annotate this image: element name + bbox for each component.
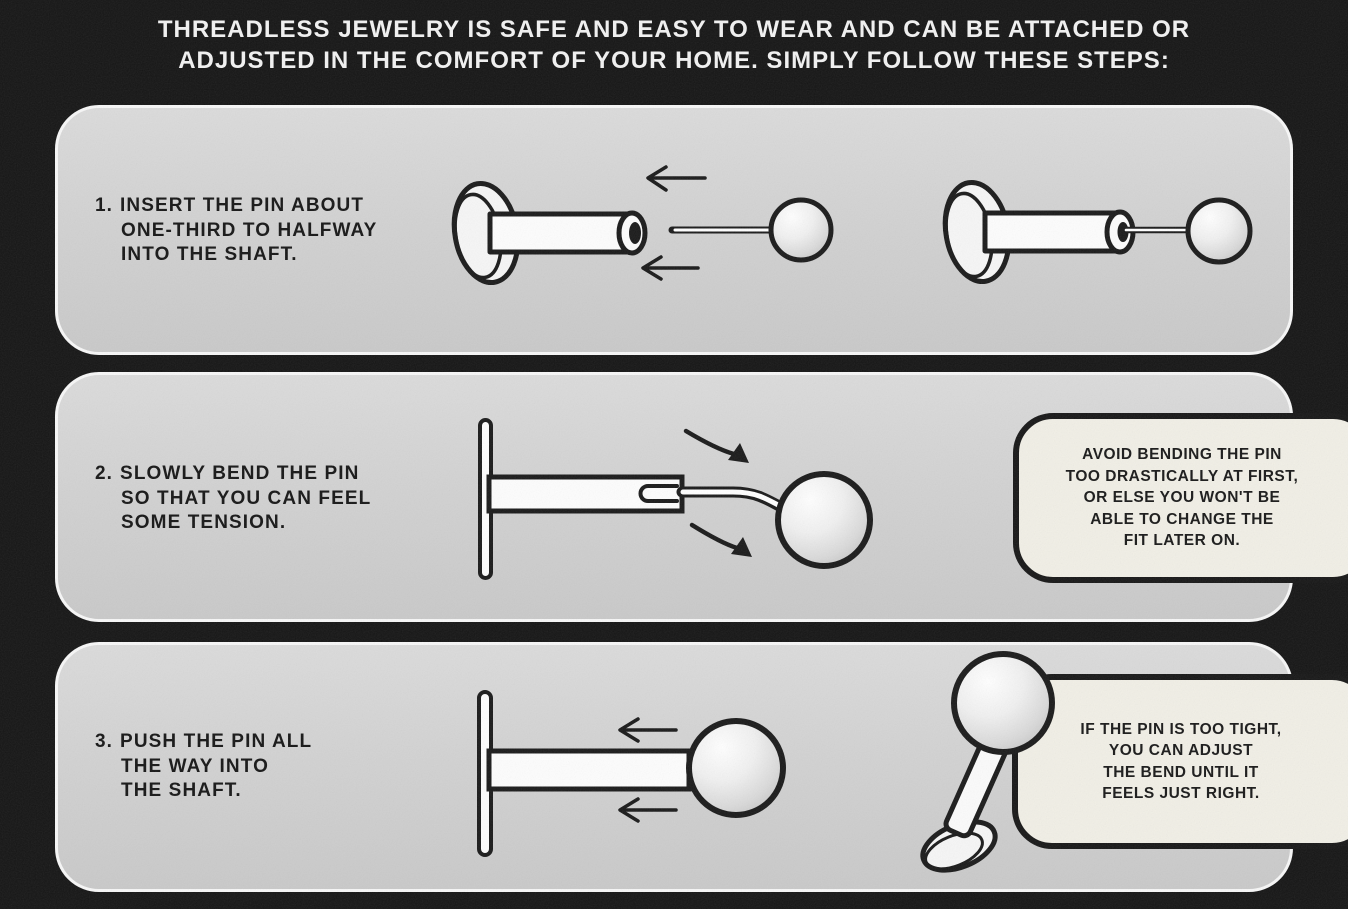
callout-text-line: ABLE TO CHANGE THE <box>1090 510 1274 528</box>
step-text-line: ONE-THIRD TO HALFWAY <box>121 219 378 241</box>
callout-text-line: FIT LATER ON. <box>1123 532 1241 550</box>
step-text-line: THE SHAFT. <box>121 780 242 801</box>
callout-text-line: TOO DRASTICALLY AT FIRST, <box>1065 467 1299 485</box>
step-number: 1. <box>95 195 114 216</box>
step2-text: 2.SLOWLY BEND THE PIN SO THAT YOU CAN FE… <box>95 462 371 536</box>
left-arrows-icon <box>641 165 707 281</box>
step1-text: 1.INSERT THE PIN ABOUT ONE-THIRD TO HALF… <box>95 194 377 268</box>
step-text-line: 2.SLOWLY BEND THE PIN <box>95 463 360 484</box>
assembled-stud-icon <box>920 651 1055 873</box>
bent-pin-with-ball-icon <box>676 471 873 569</box>
callout-text-line: OR ELSE YOU WON'T BE <box>1083 489 1281 507</box>
step2-tip-callout: AVOID BENDING THE PIN TOO DRASTICALLY AT… <box>1013 413 1348 583</box>
callout-text-line: AVOID BENDING THE PIN <box>1082 446 1282 464</box>
step-text-line: SOME TENSION. <box>121 512 287 533</box>
step2-bend-pin-illustration <box>478 418 873 580</box>
step-text-line: INTO THE SHAFT. <box>121 244 298 265</box>
step-text-line: 1.INSERT THE PIN ABOUT <box>95 195 365 216</box>
step-text-line: 3.PUSH THE PIN ALL <box>95 731 313 752</box>
labret-open-shaft-icon <box>451 180 648 286</box>
pin-partially-inserted-icon <box>942 179 1253 285</box>
step3-push-pin-illustration <box>477 690 786 857</box>
step-number: 3. <box>95 731 114 752</box>
step-text-line: SO THAT YOU CAN FEEL <box>121 487 372 509</box>
title-line-1: THREADLESS JEWELRY IS SAFE AND EASY TO W… <box>157 16 1191 43</box>
ball-flush-icon <box>686 718 786 818</box>
page-title: THREADLESS JEWELRY IS SAFE AND EASY TO W… <box>0 14 1348 76</box>
pin-with-ball-icon <box>668 197 834 263</box>
shaft-icon <box>486 748 692 792</box>
callout-text: AVOID BENDING THE PIN TOO DRASTICALLY AT… <box>1066 444 1321 552</box>
step3-text: 3.PUSH THE PIN ALL THE WAY INTO THE SHAF… <box>95 730 312 804</box>
step-number: 2. <box>95 463 114 484</box>
title-line-2: ADJUSTED IN THE COMFORT OF YOUR HOME. SI… <box>178 47 1170 74</box>
step1-insert-pin-illustration <box>451 165 1253 286</box>
shaft-with-pin-slot-icon <box>486 474 685 514</box>
step-text-line: THE WAY INTO <box>121 755 269 777</box>
